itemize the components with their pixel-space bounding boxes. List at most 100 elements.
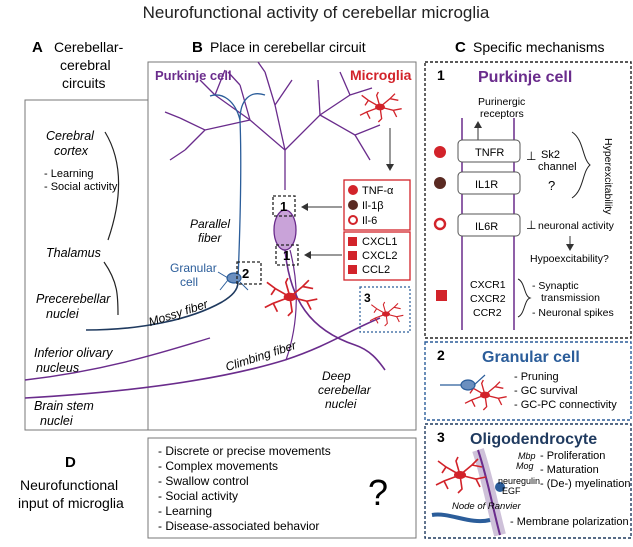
panel-d-heading-line2: input of microglia: [18, 495, 124, 511]
oligodendrocyte-process: [431, 512, 491, 524]
neuronal-spikes-label: - Neuronal spikes: [532, 307, 614, 319]
box3-number: 3: [437, 429, 445, 445]
synaptic-label-line1: - Synaptic: [532, 280, 579, 292]
ccl2-square: [348, 265, 357, 274]
purkinje-cell-label: Purkinje cell: [155, 68, 232, 83]
function-item-2: - Complex movements: [158, 459, 278, 473]
panel-b-frame: [147, 61, 417, 431]
neuronal-activity-label: neuronal activity: [538, 220, 615, 232]
microglia-label: Microglia: [350, 67, 412, 83]
panel-a: A Cerebellar- cerebral circuits Cerebral…: [24, 39, 148, 431]
il-1beta-label: Il-1β: [362, 200, 384, 212]
sk2-inhibit: ⊥: [526, 149, 536, 163]
granular-cell-label-line2: cell: [180, 275, 198, 289]
cerebral-cortex-label-line1: Cerebral: [46, 129, 95, 143]
receptor-brace: [517, 278, 532, 318]
thalamus-label: Thalamus: [46, 246, 101, 260]
marker-1-label: 1: [280, 199, 287, 214]
purkinje-dendrites: [164, 61, 381, 190]
panel-a-heading-line2: cerebral: [60, 57, 111, 73]
gc-survival-label: - GC survival: [514, 385, 578, 397]
mbp-label: Mbp: [518, 451, 536, 461]
panel-a-letter: A: [32, 39, 43, 56]
function-item-4: - Social activity: [158, 489, 238, 503]
purinergic-label-line1: Purinergic: [478, 96, 525, 108]
membrane-polarization-label: - Membrane polarization: [510, 516, 629, 528]
panel-a-heading-line3: circuits: [62, 75, 106, 91]
cxcl1-square: [348, 237, 357, 246]
figure-title: Neurofunctional activity of cerebellar m…: [143, 3, 490, 22]
myelination-label: - (De-) myelination: [540, 478, 630, 490]
il6-inhibit: ⊥: [526, 218, 536, 232]
il1r-box: [457, 171, 521, 195]
sk2-label-line2: channel: [538, 161, 577, 173]
purinergic-label-line2: receptors: [480, 108, 524, 120]
box2-granular-process: [440, 374, 486, 386]
mossy-fiber-label: Mossy fiber: [147, 296, 211, 329]
granular-cell-label-line1: Granular: [170, 261, 217, 275]
hypoexcitability-label: Hypoexcitability?: [530, 253, 609, 265]
tnfr-ligand: [434, 146, 446, 158]
thalamus-precerebellar-curve: [103, 261, 119, 316]
box2-number: 2: [437, 347, 445, 363]
il6r-ligand: [433, 217, 447, 231]
cerebral-cortex-label-line2: cortex: [54, 144, 89, 158]
synaptic-label-line2: transmission: [541, 292, 600, 304]
microglia-cell-top: [359, 91, 403, 123]
purkinje-axon: [284, 249, 386, 371]
cxcl2-square: [348, 251, 357, 260]
tnfr-label: TNFR: [475, 147, 504, 159]
neuregulin-label: neuregulin: [498, 476, 540, 486]
hyper-brace: [571, 131, 591, 199]
il-1beta-dot: [348, 200, 358, 210]
marker-2-label: 2: [242, 266, 249, 281]
il6r-box: [457, 213, 521, 237]
mog-label: Mog: [516, 461, 534, 471]
il6r-label: IL6R: [475, 221, 498, 233]
box3-title: Oligodendrocyte: [470, 431, 597, 448]
deep-nuclei-label-line1: Deep: [322, 369, 351, 383]
proliferation-label: - Proliferation: [540, 450, 605, 462]
panel-a-heading-line1: Cerebellar-: [54, 39, 124, 55]
il1r-question: ?: [548, 178, 555, 193]
maturation-label: - Maturation: [540, 464, 599, 476]
purkinje-mechanism-box: [424, 61, 632, 339]
tnfr-box: [457, 139, 521, 163]
panel-c-letter: C: [455, 39, 466, 56]
precerebellar-label-line2: nuclei: [46, 307, 80, 321]
function-item-3: - Swallow control: [158, 474, 249, 488]
deep-nuclei-label-line2: cerebellar: [318, 383, 372, 397]
pruning-label: - Pruning: [514, 371, 559, 383]
microglia-cell-deep: [369, 301, 404, 327]
sk2-label-line1: Sk2: [541, 149, 560, 161]
inferior-olivary-label-line2: nucleus: [36, 361, 79, 375]
cxcl2-label: CXCL2: [362, 250, 397, 262]
il1r-label: IL1R: [475, 179, 498, 191]
oligodendrocyte-mechanism-box: [424, 423, 632, 539]
olivary-fiber: [24, 337, 211, 381]
function-item-6: - Disease-associated behavior: [158, 519, 319, 533]
function-item-1: - Discrete or precise movements: [158, 444, 331, 458]
granular-cell-dendrites: [217, 271, 249, 291]
granular-mechanism-box: [424, 341, 632, 421]
tnf-alpha-label: TNF-α: [362, 185, 394, 197]
marker-box-1b: [275, 244, 299, 266]
gc-pc-label: - GC-PC connectivity: [514, 399, 617, 411]
oligodendrocyte-soma: [495, 482, 505, 492]
il-6-label: Il-6: [362, 215, 377, 227]
panel-b: B Place in cerebellar circuit Purkinje c…: [24, 39, 417, 431]
node-of-ranvier-label: Node of Ranvier: [452, 501, 521, 512]
panel-a-frame: [24, 99, 148, 431]
box2-title: Granular cell: [482, 349, 580, 366]
marker-3-label: 3: [364, 291, 371, 305]
learning-label: - Learning: [44, 168, 94, 180]
tnf-alpha-dot: [348, 185, 358, 195]
function-item-5: - Learning: [158, 504, 212, 518]
mossy-fiber: [85, 281, 239, 331]
inferior-olivary-label-line1: Inferior olivary: [34, 346, 113, 360]
unknown-question-mark: ?: [368, 472, 388, 513]
egf-label: EGF: [502, 486, 521, 496]
il-6-ring: [348, 215, 358, 225]
box2-granular-cell: [460, 379, 476, 391]
